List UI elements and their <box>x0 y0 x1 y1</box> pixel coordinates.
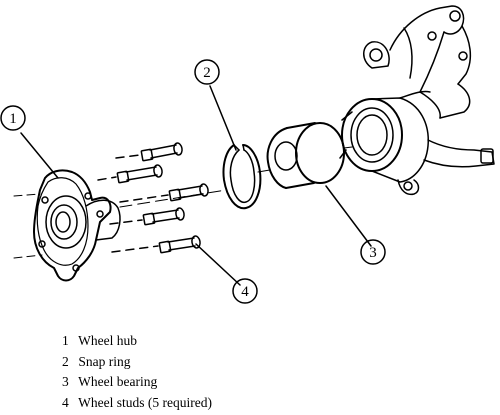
assembly-centerline <box>13 146 353 259</box>
legend-label: Snap ring <box>78 353 131 369</box>
callout-circles <box>0 59 386 304</box>
callout-1-number: 1 <box>9 111 17 127</box>
wheel-stud <box>109 207 185 226</box>
callout-leaders <box>20 85 372 286</box>
legend-item-wheel-hub: 1 Wheel hub <box>62 331 482 352</box>
wheel-bearing <box>266 122 345 189</box>
legend-item-snap-ring: 2 Snap ring <box>62 352 482 373</box>
wheel-stud <box>115 142 183 162</box>
legend-label: Wheel hub <box>78 333 137 348</box>
legend-number: 1 <box>62 333 69 348</box>
callout-4-number: 4 <box>241 284 249 300</box>
wheel-stud <box>97 164 163 184</box>
callout-2-circle <box>194 59 220 85</box>
legend-number: 3 <box>62 374 69 389</box>
wheel-stud <box>119 183 209 203</box>
exploded-view-diagram: 1 2 3 4 <box>0 5 495 304</box>
wheel-stud <box>111 235 201 254</box>
legend-number: 4 <box>62 394 69 410</box>
callout-2-number: 2 <box>203 65 211 81</box>
callout-numbers: 1 2 3 4 <box>9 65 377 300</box>
callout-3-circle <box>360 239 386 265</box>
legend-item-wheel-studs: 4 Wheel studs (5 required) <box>62 393 482 414</box>
callout-3-number: 3 <box>369 245 377 261</box>
legend-item-wheel-bearing: 3 Wheel bearing <box>62 372 482 393</box>
legend-label: Wheel studs (5 required) <box>78 394 212 410</box>
callout-4-circle <box>232 278 258 304</box>
wheel-hub <box>33 169 121 282</box>
snap-ring <box>222 144 262 210</box>
legend-number: 2 <box>62 353 69 369</box>
wheel-studs <box>97 142 209 254</box>
callout-1-circle <box>0 105 26 131</box>
parts-legend: 1 Wheel hub 2 Snap ring 3 Wheel bearing … <box>62 331 482 413</box>
steering-knuckle <box>339 5 495 196</box>
legend-label: Wheel bearing <box>78 374 158 389</box>
